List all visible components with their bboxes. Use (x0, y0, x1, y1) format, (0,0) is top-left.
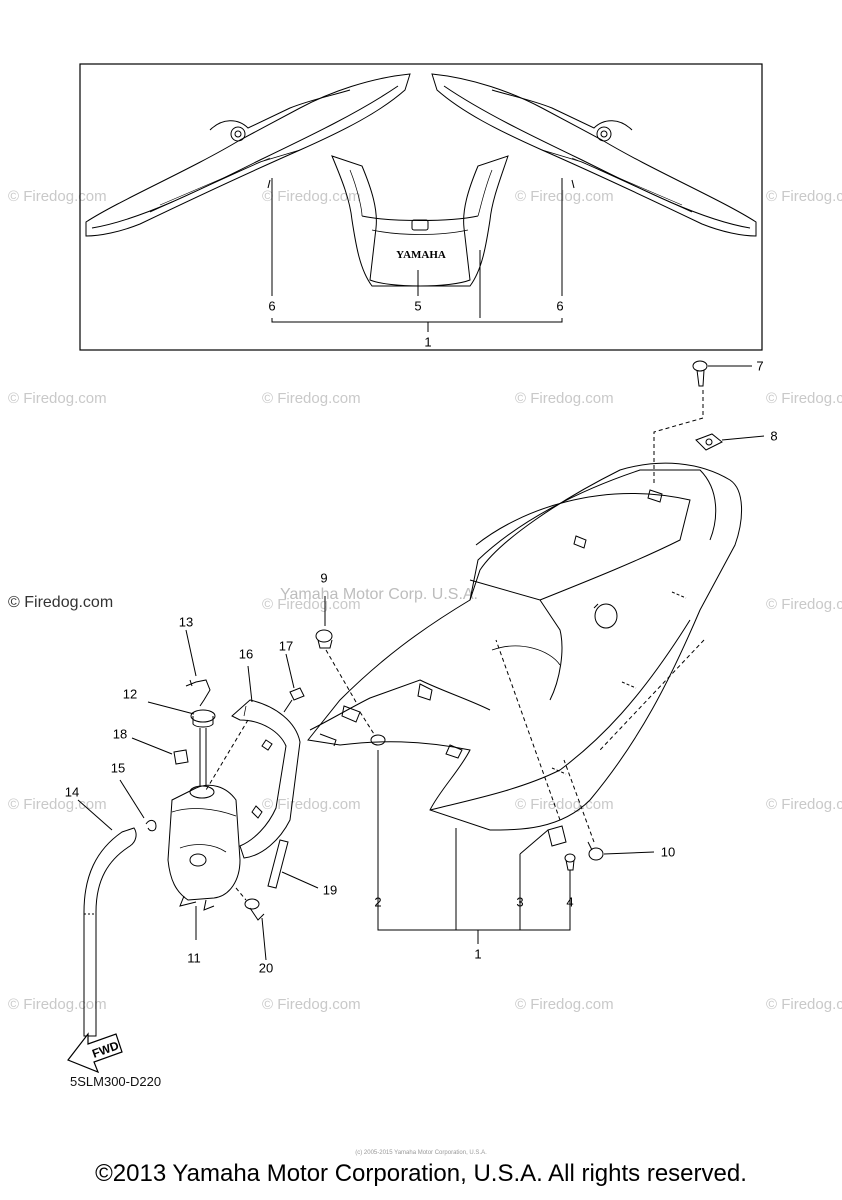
bracket-16 (205, 665, 301, 859)
watermark: © Firedog.com (8, 188, 107, 205)
grommet-9 (315, 596, 357, 703)
callout-8: 8 (770, 428, 778, 444)
side-cover-right (431, 73, 757, 237)
watermark: © Firedog.com (515, 390, 614, 407)
watermark: © Firedog.com (262, 390, 361, 407)
callout-20: 20 (258, 960, 274, 976)
leader-7-8 (653, 390, 704, 484)
watermark: © Firedog.com (766, 188, 842, 205)
nut-8 (695, 433, 765, 451)
callout-16: 16 (238, 646, 254, 662)
callout-10: 10 (660, 844, 676, 860)
callout-9: 9 (320, 570, 328, 586)
watermark: © Firedog.com (262, 188, 361, 205)
callout-12: 12 (122, 686, 138, 702)
watermark: © Firedog.com (766, 796, 842, 813)
bolt-7 (692, 360, 752, 387)
watermark: © Firedog.com (766, 996, 842, 1013)
callout-11: 11 (187, 950, 201, 966)
bracket-1-bottom (377, 924, 571, 931)
callout-6-left: 6 (268, 298, 276, 314)
callout-4: 4 (566, 894, 574, 910)
callout-2: 2 (374, 894, 382, 910)
reservoir-tank-11 (167, 784, 241, 940)
watermark: © Firedog.com (515, 996, 614, 1013)
callout-14: 14 (64, 784, 80, 800)
diagram-code: 5SLM300-D220 (70, 1074, 162, 1089)
clip-18 (131, 737, 189, 765)
watermark: © Firedog.com (262, 796, 361, 813)
watermark: © Firedog.com (515, 188, 614, 205)
callout-15: 15 (110, 760, 126, 776)
side-cover-left (85, 73, 411, 237)
callout-17: 17 (278, 638, 294, 654)
callout-6-right: 6 (556, 298, 564, 314)
copyright-footer: ©2013 Yamaha Motor Corporation, U.S.A. A… (95, 1160, 747, 1187)
callout-5: 5 (414, 298, 422, 314)
tiny-notice: (c) 2005-2015 Yamaha Motor Corporation, … (355, 1150, 487, 1156)
damper-2 (370, 734, 386, 900)
watermark: © Firedog.com (8, 796, 107, 813)
inset-leaders (271, 178, 563, 332)
watermark: © Firedog.com (766, 390, 842, 407)
callout-3: 3 (516, 894, 524, 910)
watermark: © Firedog.com (8, 996, 107, 1013)
bolt-20 (235, 887, 267, 961)
screw-4 (564, 853, 576, 900)
clip-15 (119, 779, 157, 832)
watermark: © Firedog.com (8, 390, 107, 407)
cap-12 (147, 701, 216, 786)
callout-7: 7 (756, 358, 764, 374)
callout-18: 18 (112, 726, 128, 742)
yamaha-logo: YAMAHA (396, 249, 446, 261)
inset-frame (79, 63, 763, 351)
watermark: © Firedog.com (515, 796, 614, 813)
center-watermark: Yamaha Motor Corp. U.S.A. (280, 586, 478, 603)
damper-19 (267, 839, 319, 889)
bolt-10 (563, 759, 655, 861)
callout-1-top: 1 (424, 334, 432, 350)
watermark: © Firedog.com (262, 596, 361, 613)
tail-cover-center: YAMAHA (331, 155, 509, 287)
plate-3 (495, 639, 567, 900)
callout-19: 19 (322, 882, 338, 898)
seat-cowl (307, 462, 743, 831)
hose-13 (185, 629, 211, 707)
callout-13: 13 (178, 614, 194, 630)
bolt-17 (283, 653, 305, 713)
fwd-arrow: FWD (67, 1032, 123, 1074)
watermark-dark: © Firedog.com (8, 594, 114, 611)
hose-14 (77, 799, 137, 1037)
watermark: © Firedog.com (262, 996, 361, 1013)
watermark: © Firedog.com (766, 596, 842, 613)
callout-1-bottom: 1 (474, 946, 482, 962)
